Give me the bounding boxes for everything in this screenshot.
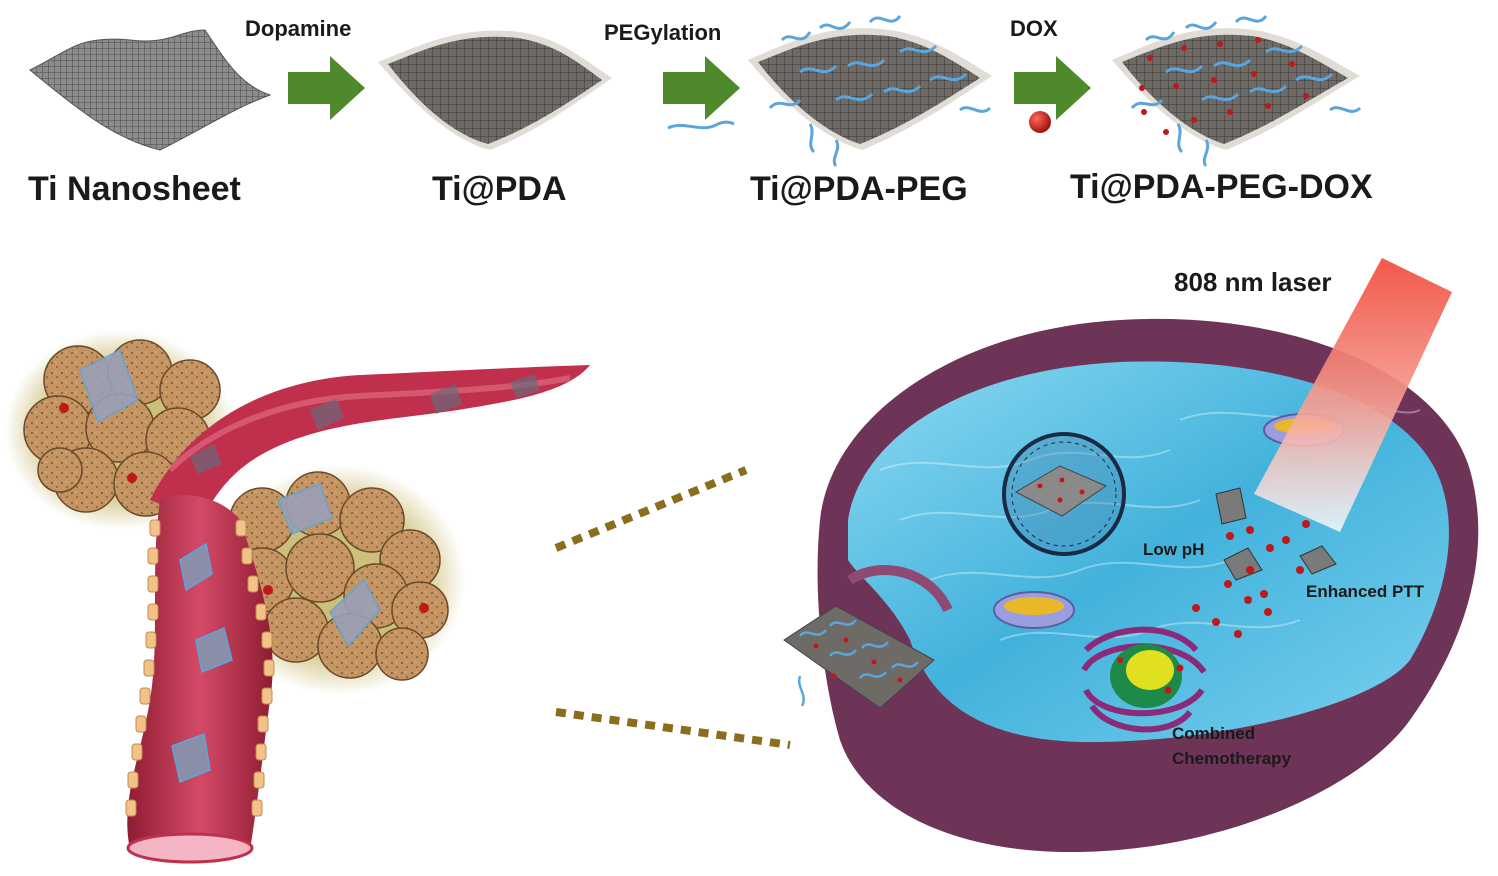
stage-ti-nanosheet-label: Ti Nanosheet: [28, 170, 241, 208]
arrow-dox: [1014, 56, 1091, 120]
chemo-label-line2: Chemotherapy: [1172, 749, 1292, 768]
stage-ti-pda-peg-label: Ti@PDA-PEG: [750, 170, 968, 208]
ti-pda-sheet: [378, 30, 612, 150]
tumor-cluster-upper: [5, 330, 235, 530]
chemo-label-line1: Combined: [1172, 724, 1256, 743]
tumor-bound-sheets: [79, 348, 381, 648]
arrow-pegylation: [663, 56, 740, 120]
arrow-dopamine: [288, 56, 365, 120]
mitochondrion: [993, 591, 1075, 629]
step-dopamine-label: Dopamine: [245, 16, 352, 41]
enhanced-ptt-label: Enhanced PTT: [1306, 582, 1425, 601]
endosome: [1002, 432, 1126, 556]
peg-chain-free: [667, 120, 735, 130]
laser-beam: [1254, 258, 1452, 532]
ti-pda-peg-dox-sheet: [1112, 14, 1362, 167]
connector-lower: [555, 708, 791, 749]
nucleus: [1081, 626, 1207, 733]
step-pegylation-label: PEGylation: [604, 20, 722, 45]
blood-vessel: [125, 365, 590, 864]
ti-pda-peg-sheet: [748, 14, 992, 167]
stage-ti-pda-peg-dox-label: Ti@PDA-PEG-DOX: [1070, 168, 1373, 206]
low-ph-label: Low pH: [1143, 540, 1205, 559]
connector-upper: [554, 466, 748, 552]
ti-nanosheet: [29, 29, 272, 151]
incoming-nanosheet: [783, 605, 935, 709]
laser-label: 808 nm laser: [1174, 267, 1332, 297]
dox-molecule: [1029, 111, 1051, 133]
step-dox-label: DOX: [1010, 16, 1058, 41]
stage-ti-pda-label: Ti@PDA: [432, 170, 567, 208]
released-dox: [1192, 520, 1310, 638]
